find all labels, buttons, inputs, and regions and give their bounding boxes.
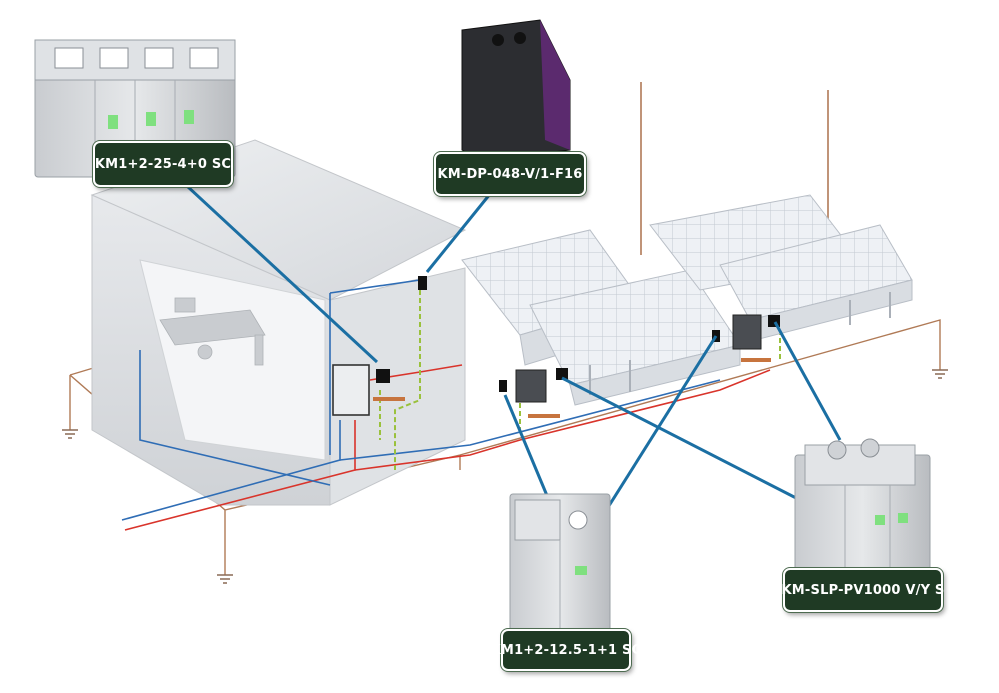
callout-connectors bbox=[185, 184, 842, 521]
ground-symbol-icon bbox=[62, 369, 948, 584]
label-km1-2-25-4-0-sc: KM1+2-25-4+0 SC bbox=[93, 141, 233, 187]
pv-combiner-box bbox=[515, 314, 762, 403]
label-km-slp-pv1000-vy-s: KM-SLP-PV1000 V/Y S bbox=[782, 568, 944, 612]
lightning-rod-icon bbox=[640, 82, 829, 255]
label-km-dp-048-v1-f16: KM-DP-048-V/1-F16 bbox=[434, 152, 586, 196]
earth-bar bbox=[373, 358, 771, 418]
power-cabling bbox=[121, 279, 771, 531]
house-icon bbox=[90, 139, 467, 506]
surge-protector-device-icon bbox=[509, 493, 611, 655]
distribution-board bbox=[332, 364, 370, 416]
solar-panel-array-icon bbox=[461, 194, 913, 406]
surge-protector-device-icon bbox=[794, 438, 931, 596]
label-km1-2-12-5-1-1-sc: KM1+2-12.5-1+1 SC bbox=[491, 629, 641, 671]
surge-protector-device-icon bbox=[461, 19, 571, 161]
